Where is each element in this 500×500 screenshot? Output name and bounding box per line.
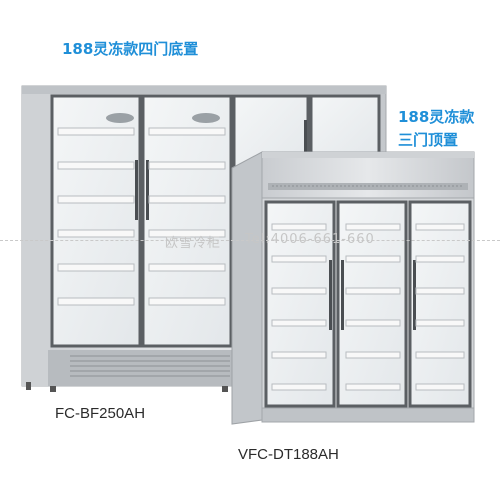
three-door-shelves [271,223,465,391]
watermark-phone: Tel:4006-661-660 [245,232,375,247]
three-door-title-line2: 三门顶置 [398,131,459,149]
three-door-doors [264,200,472,408]
three-door-model-label: VFC-DT188AH [238,446,339,463]
watermark-brand: 欧雪冷柜 [165,236,222,251]
four-door-shelves [57,127,226,306]
four-door-model-label: FC-BF250AH [55,405,146,422]
three-door-title-line1: 188灵冻款 [398,108,475,126]
watermark-line [0,240,500,242]
four-door-title: 188灵冻款四门底置 [62,40,199,58]
